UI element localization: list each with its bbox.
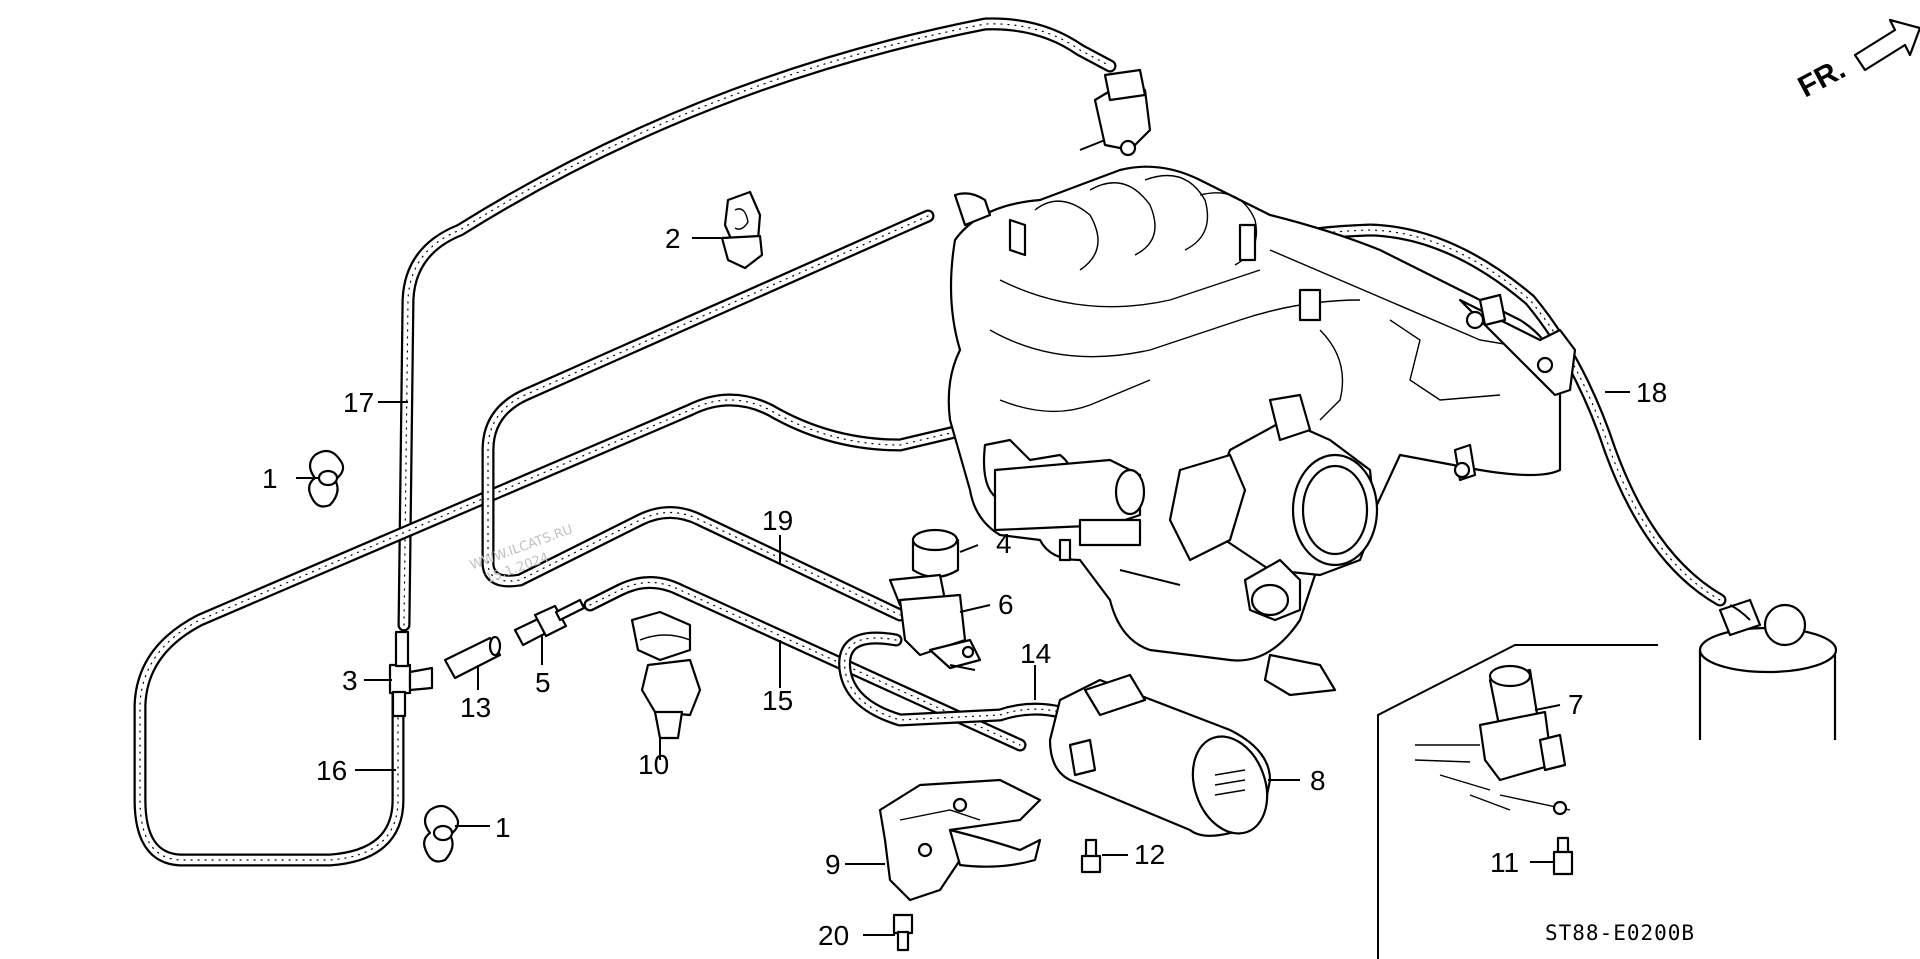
clip-1-lower[interactable] [423,804,460,863]
callout-11[interactable]: 11 [1490,847,1519,878]
callout-19[interactable]: 19 [762,505,793,536]
bolt-20[interactable] [892,913,914,952]
callout-3[interactable]: 3 [342,665,358,696]
callout-13[interactable]: 13 [460,692,491,723]
bolt-12[interactable] [1080,838,1102,874]
diagram-code: ST88-E0200B [1545,921,1695,945]
hose-16[interactable] [133,393,962,867]
hose-17[interactable] [397,17,1117,632]
callout-12[interactable]: 12 [1134,839,1165,870]
hose-15[interactable] [583,576,1027,752]
callout-10[interactable]: 10 [638,749,669,780]
callout-9[interactable]: 9 [825,849,841,880]
clip-2[interactable] [720,190,764,270]
callout-2[interactable]: 2 [665,223,681,254]
callout-20[interactable]: 20 [818,920,849,951]
callout-15[interactable]: 15 [762,685,793,716]
canister-8[interactable] [1048,673,1280,844]
connector-5[interactable] [513,598,586,647]
callout-18[interactable]: 18 [1636,377,1667,408]
callout-17[interactable]: 17 [343,387,374,418]
valve-7[interactable] [1414,664,1571,816]
callout-8[interactable]: 8 [1310,765,1326,796]
intake-manifold [947,68,1577,697]
callout-6[interactable]: 6 [998,589,1014,620]
callout-1-lower[interactable]: 1 [495,812,511,843]
callout-7[interactable]: 7 [1568,689,1584,720]
clamp-10[interactable] [630,610,702,740]
inset-frame [1377,644,1658,959]
hose-19[interactable] [481,209,935,622]
bracket-9[interactable] [878,778,1042,902]
tube-13[interactable] [443,635,502,680]
cap-4[interactable] [911,528,960,579]
leader-lines [296,237,1630,936]
hose-14[interactable] [838,631,1067,727]
callout-5[interactable]: 5 [535,667,551,698]
callout-16[interactable]: 16 [316,755,347,786]
t-joint-3[interactable] [388,630,434,718]
callout-4[interactable]: 4 [996,528,1012,559]
callout-14[interactable]: 14 [1020,638,1051,669]
callout-1-upper[interactable]: 1 [262,463,278,494]
valve-6[interactable] [888,573,982,671]
purge-canister-right [1698,598,1838,740]
